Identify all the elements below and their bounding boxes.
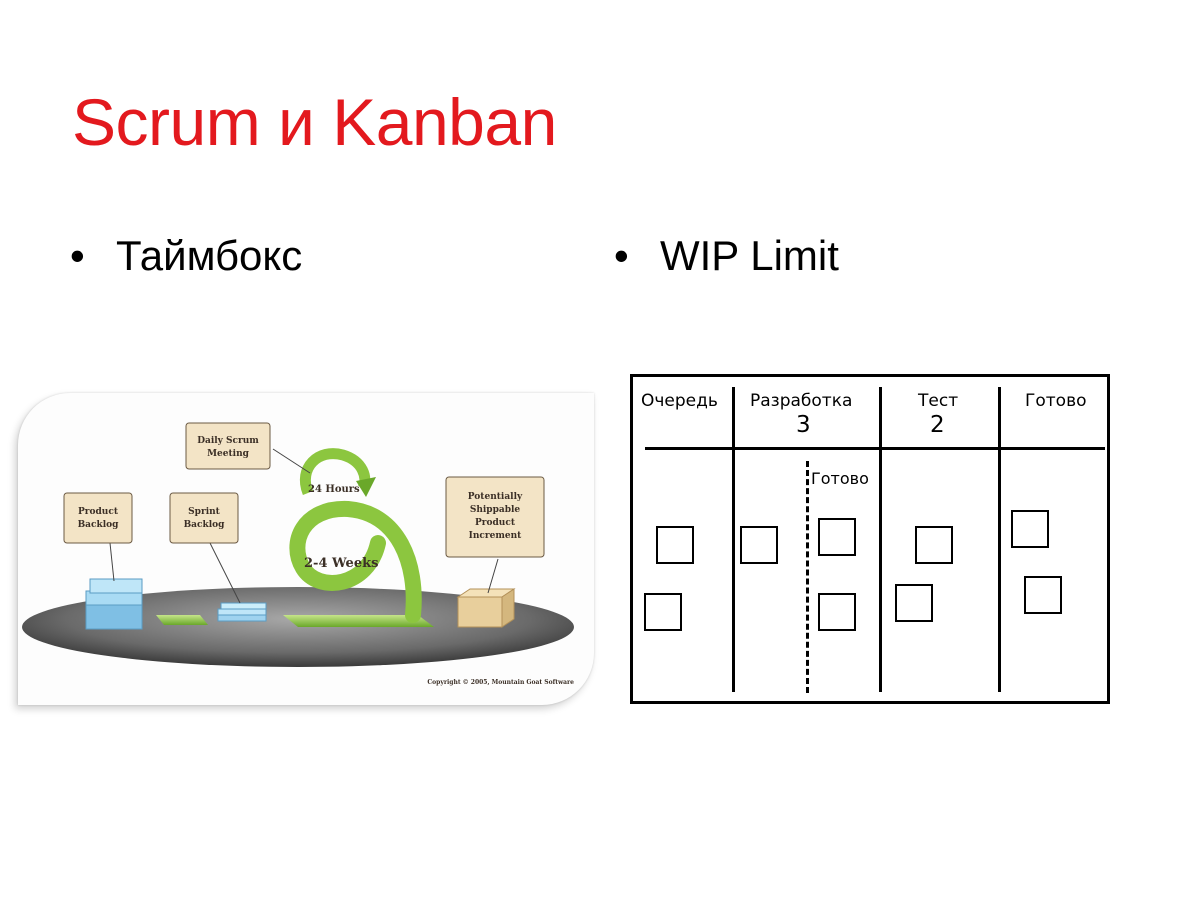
dev-done-label: Готово	[811, 469, 869, 488]
bullet-timebox-label: Таймбокс	[116, 232, 303, 279]
kanban-card[interactable]	[915, 526, 953, 564]
slide-title: Scrum и Kanban	[72, 85, 557, 159]
wip-limit-test: 2	[930, 412, 945, 438]
hours-label: 24 Hours	[308, 484, 360, 495]
column-divider-2	[879, 387, 882, 692]
kanban-card[interactable]	[740, 526, 778, 564]
bullet-wip-label: WIP Limit	[660, 232, 839, 279]
bullet-timebox: • Таймбокс	[70, 232, 302, 280]
sprint-cycle-arrow	[283, 448, 434, 627]
increment-crate	[456, 588, 516, 628]
bullet-dot-left: •	[70, 232, 85, 279]
daily-scrum-label-2: Meeting	[207, 449, 250, 459]
product-backlog-stack	[85, 578, 143, 630]
kanban-card[interactable]	[644, 593, 682, 631]
sprint-backlog-label-2: Backlog	[184, 520, 226, 530]
increment-label-2: Shippable	[470, 505, 521, 515]
kanban-board: Очередь Разработка Тест Готово 3 2 Готов…	[630, 374, 1110, 704]
column-test: Тест	[918, 391, 959, 411]
dev-done-divider	[806, 461, 809, 693]
copyright-label: Copyright © 2005, Mountain Goat Software	[427, 679, 574, 686]
column-queue: Очередь	[641, 391, 718, 411]
kanban-card[interactable]	[656, 526, 694, 564]
column-done: Готово	[1025, 391, 1087, 411]
column-divider-3	[998, 387, 1001, 692]
scrum-diagram: Daily Scrum Meeting Product Backlog Spri…	[18, 393, 594, 705]
sprint-backlog-label-1: Sprint	[188, 507, 220, 517]
sprint-backlog-stack	[217, 602, 267, 622]
column-divider-1	[732, 387, 735, 692]
wip-limit-development: 3	[796, 412, 811, 438]
increment-label-3: Product	[475, 518, 516, 528]
bullet-dot-right: •	[614, 232, 629, 279]
backlog-arrow	[156, 615, 208, 625]
product-backlog-label-2: Backlog	[78, 520, 120, 530]
kanban-card[interactable]	[818, 518, 856, 556]
bullet-wip-limit: • WIP Limit	[614, 232, 839, 280]
increment-label-1: Potentially	[468, 492, 523, 502]
kanban-card[interactable]	[1011, 510, 1049, 548]
kanban-card[interactable]	[895, 584, 933, 622]
product-backlog-label-1: Product	[78, 507, 119, 517]
weeks-label: 2-4 Weeks	[304, 556, 378, 571]
scrum-svg: Daily Scrum Meeting Product Backlog Spri…	[22, 422, 574, 686]
kanban-card[interactable]	[1024, 576, 1062, 614]
header-divider	[645, 447, 1105, 450]
column-development: Разработка	[750, 391, 853, 411]
kanban-card[interactable]	[818, 593, 856, 631]
daily-scrum-label-1: Daily Scrum	[197, 436, 259, 446]
increment-label-4: Increment	[469, 531, 522, 541]
